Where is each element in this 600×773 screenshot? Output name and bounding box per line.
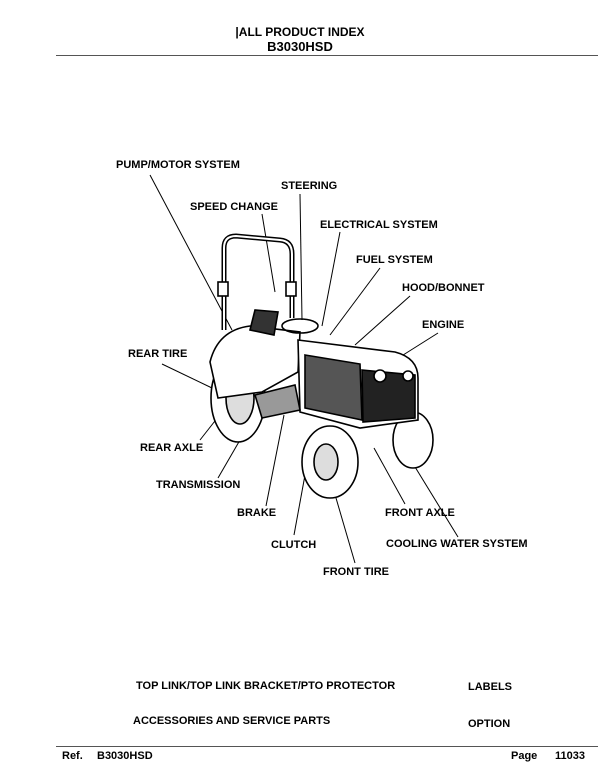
footer-ref-value: B3030HSD	[97, 750, 153, 762]
link-accessories[interactable]: ACCESSORIES AND SERVICE PARTS	[133, 715, 331, 727]
link-rear-axle[interactable]: REAR AXLE	[140, 442, 204, 454]
link-fuel-system[interactable]: FUEL SYSTEM	[356, 254, 433, 266]
link-speed-change[interactable]: SPEED CHANGE	[190, 201, 279, 213]
link-electrical-system[interactable]: ELECTRICAL SYSTEM	[320, 219, 438, 231]
link-transmission[interactable]: TRANSMISSION	[156, 479, 241, 491]
index-title: |ALL PRODUCT INDEX	[235, 25, 365, 39]
link-top-link[interactable]: TOP LINK/TOP LINK BRACKET/PTO PROTECTOR	[136, 680, 396, 692]
link-front-tire[interactable]: FRONT TIRE	[323, 566, 389, 578]
link-pump-motor-system[interactable]: PUMP/MOTOR SYSTEM	[116, 159, 240, 171]
link-steering[interactable]: STEERING	[281, 180, 338, 192]
link-hood-bonnet[interactable]: HOOD/BONNET	[402, 282, 485, 294]
link-option[interactable]: OPTION	[468, 718, 511, 730]
link-cooling-water-system[interactable]: COOLING WATER SYSTEM	[386, 538, 528, 550]
link-labels[interactable]: LABELS	[468, 681, 512, 693]
footer-divider	[56, 746, 598, 747]
footer-page-label: Page	[511, 750, 538, 762]
header-divider	[56, 55, 598, 56]
footer-page-value: 11033	[555, 750, 585, 762]
link-clutch[interactable]: CLUTCH	[271, 539, 317, 551]
link-front-axle[interactable]: FRONT AXLE	[385, 507, 455, 519]
footer-ref-label: Ref.	[62, 750, 83, 762]
link-engine[interactable]: ENGINE	[422, 319, 465, 331]
tractor-drawing	[209, 233, 434, 499]
model-title: B3030HSD	[267, 39, 333, 54]
link-rear-tire[interactable]: REAR TIRE	[128, 348, 188, 360]
link-brake[interactable]: BRAKE	[237, 507, 277, 519]
